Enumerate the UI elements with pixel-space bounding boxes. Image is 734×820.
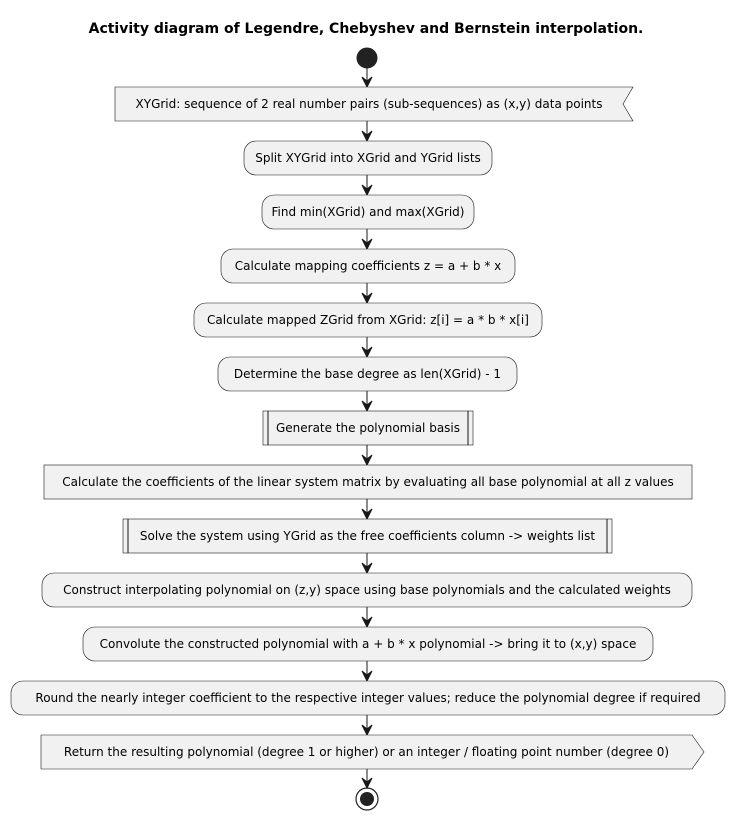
arrowhead [361, 184, 373, 197]
action-box [193, 302, 543, 338]
arrowhead [361, 76, 373, 89]
arrowhead [361, 130, 373, 143]
arrowhead [361, 724, 373, 737]
node-label: Generate the polynomial basis [276, 421, 460, 435]
action-box [43, 464, 693, 500]
arrowhead [361, 670, 373, 683]
node-label: Calculate the coefficients of the linear… [62, 475, 673, 489]
node-solve: Solve the system using YGrid as the free… [122, 518, 613, 554]
node-convolute: Convolute the constructed polynomial wit… [82, 626, 654, 662]
arrowhead [361, 508, 373, 521]
node-degree: Determine the base degree as len(XGrid) … [217, 356, 518, 392]
node-label: Determine the base degree as len(XGrid) … [234, 367, 501, 381]
node-split: Split XYGrid into XGrid and YGrid lists [243, 140, 493, 176]
arrowhead [361, 562, 373, 575]
node-input: XYGrid: sequence of 2 real number pairs … [114, 86, 634, 122]
output-shape [40, 734, 705, 770]
node-label: Calculate mapped ZGrid from XGrid: z[i] … [207, 313, 529, 327]
node-minmax: Find min(XGrid) and max(XGrid) [261, 194, 475, 230]
arrowhead [361, 616, 373, 629]
stop-node-inner [360, 792, 374, 806]
action-box [41, 572, 693, 608]
action-box [10, 680, 726, 716]
action-box [243, 140, 493, 176]
arrowhead [361, 400, 373, 413]
subprocess-box [262, 410, 474, 446]
node-label: Construct interpolating polynomial on (z… [63, 583, 671, 597]
input-shape [114, 86, 634, 122]
flow-nodes: XYGrid: sequence of 2 real number pairs … [10, 47, 726, 811]
node-basis: Generate the polynomial basis [262, 410, 474, 446]
start-node [356, 47, 378, 69]
arrowhead [361, 346, 373, 359]
arrowhead [361, 292, 373, 305]
node-start [356, 47, 378, 69]
arrowhead [361, 777, 373, 790]
node-round: Round the nearly integer coefficient to … [10, 680, 726, 716]
node-construct: Construct interpolating polynomial on (z… [41, 572, 693, 608]
node-zgrid: Calculate mapped ZGrid from XGrid: z[i] … [193, 302, 543, 338]
node-label: Return the resulting polynomial (degree … [64, 745, 669, 759]
action-box [217, 356, 518, 392]
node-label: Convolute the constructed polynomial wit… [100, 637, 637, 651]
subprocess-box [122, 518, 613, 554]
diagram-title: Activity diagram of Legendre, Chebyshev … [89, 21, 644, 37]
node-output: Return the resulting polynomial (degree … [40, 734, 705, 770]
node-label: XYGrid: sequence of 2 real number pairs … [136, 97, 603, 111]
node-label: Split XYGrid into XGrid and YGrid lists [255, 151, 481, 165]
arrowhead [361, 238, 373, 251]
node-label: Solve the system using YGrid as the free… [140, 529, 596, 543]
action-box [220, 248, 516, 284]
arrowhead [361, 454, 373, 467]
node-matrix: Calculate the coefficients of the linear… [43, 464, 693, 500]
node-label: Calculate mapping coefficients z = a + b… [235, 259, 502, 273]
flow-edges [361, 68, 373, 790]
action-box [261, 194, 475, 230]
node-label: Find min(XGrid) and max(XGrid) [272, 205, 465, 219]
stop-node-outer [355, 787, 379, 811]
action-box [82, 626, 654, 662]
node-stop [355, 787, 379, 811]
node-mapping: Calculate mapping coefficients z = a + b… [220, 248, 516, 284]
node-label: Round the nearly integer coefficient to … [35, 691, 700, 705]
